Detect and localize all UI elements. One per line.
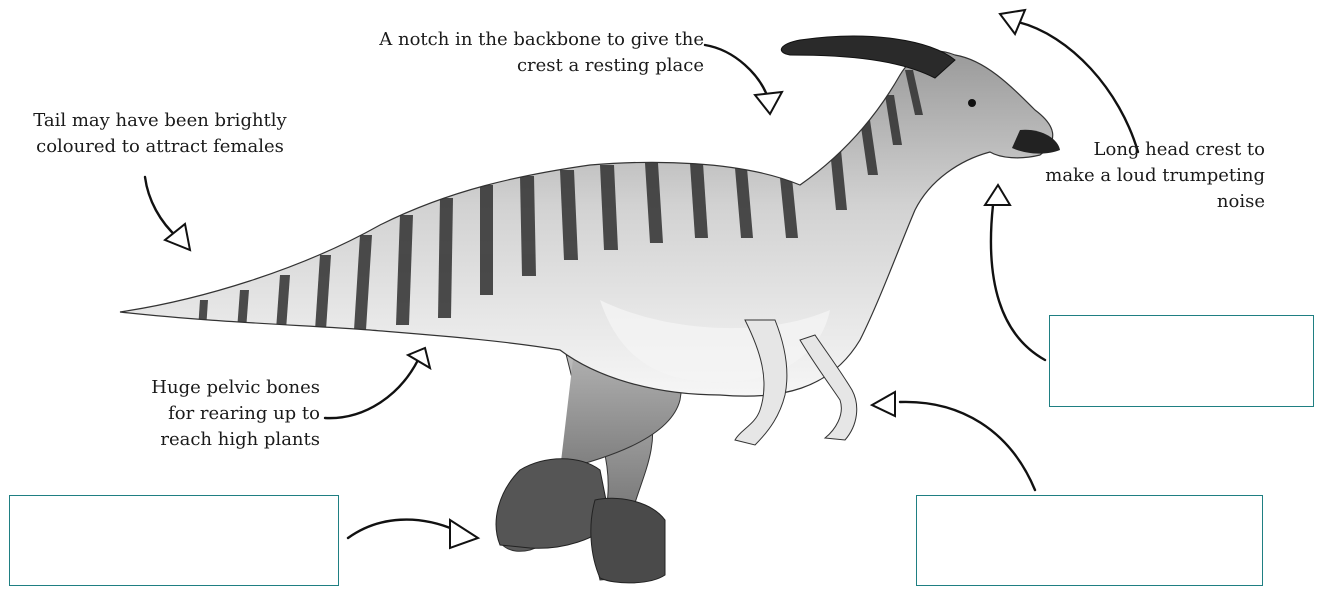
label-pelvic-line-1: Huge pelvic bones <box>110 375 320 401</box>
label-pelvic: Huge pelvic bones for rearing up to reac… <box>110 375 320 453</box>
arrow-tail <box>145 177 190 250</box>
label-crest-line-3: noise <box>1035 189 1265 215</box>
label-tail: Tail may have been brightly coloured to … <box>10 108 310 160</box>
arrow-bottom-left-box <box>348 520 478 548</box>
arrow-pelvic <box>325 348 430 418</box>
label-pelvic-line-2: for rearing up to <box>110 401 320 427</box>
arrow-crest <box>1000 10 1138 152</box>
answer-box-bottom-right[interactable] <box>916 495 1263 586</box>
label-tail-line-2: coloured to attract females <box>10 134 310 160</box>
label-notch-line-2: crest a resting place <box>338 53 704 79</box>
arrow-bottom-right-box <box>872 392 1035 490</box>
label-notch-line-1: A notch in the backbone to give the <box>338 27 704 53</box>
arrow-notch <box>705 45 782 114</box>
label-pelvic-line-3: reach high plants <box>110 427 320 453</box>
label-crest: Long head crest to make a loud trumpetin… <box>1035 137 1265 215</box>
label-crest-line-1: Long head crest to <box>1035 137 1265 163</box>
answer-box-bottom-left[interactable] <box>9 495 339 586</box>
answer-box-right-middle[interactable] <box>1049 315 1314 407</box>
label-notch: A notch in the backbone to give the cres… <box>338 27 704 79</box>
label-crest-line-2: make a loud trumpeting <box>1035 163 1265 189</box>
label-tail-line-1: Tail may have been brightly <box>10 108 310 134</box>
